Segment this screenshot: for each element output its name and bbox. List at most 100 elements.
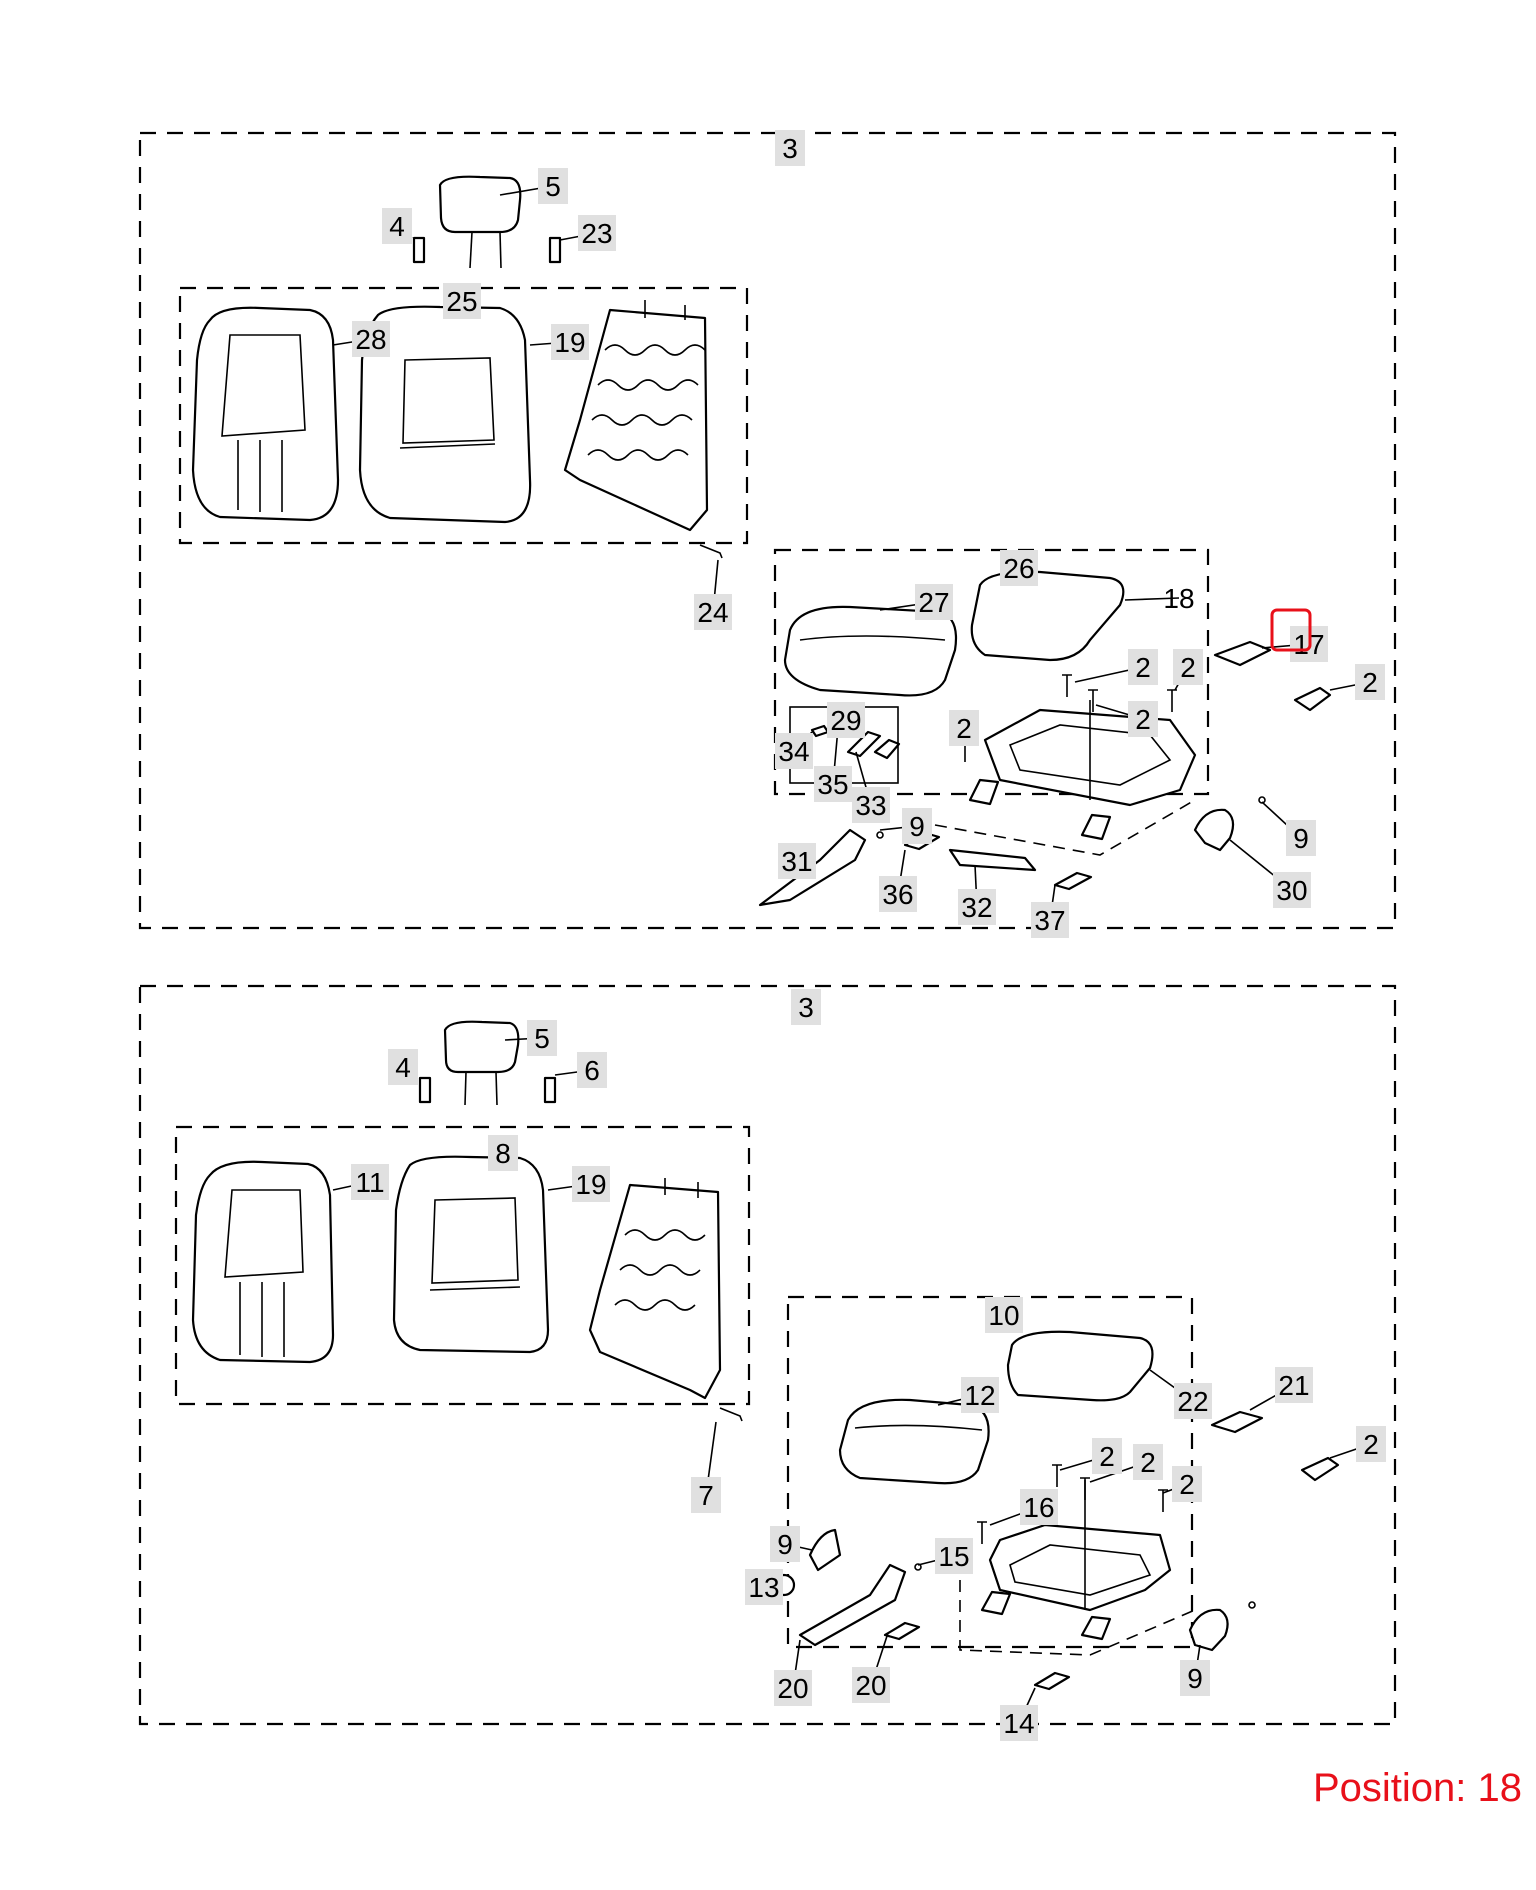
bracket-22 [1210, 1410, 1264, 1434]
callout-number: 36 [882, 879, 913, 910]
callout-8: 8 [488, 1135, 518, 1171]
cover-20a [883, 1621, 921, 1641]
callout-number: 11 [355, 1167, 384, 1198]
callout-14: 14 [1000, 1705, 1038, 1741]
callout-box-8 [488, 1135, 518, 1171]
seat-cushion-pad-27 [970, 570, 1125, 662]
callout-number: 21 [1278, 1370, 1309, 1401]
callout-number: 5 [534, 1023, 550, 1054]
callout-number: 9 [1187, 1663, 1203, 1694]
callout-box-26 [1000, 550, 1038, 586]
callout-5: 5 [527, 1020, 557, 1056]
callout-number: 24 [697, 597, 728, 628]
bracket-17 [1293, 686, 1332, 712]
callout-2: 2 [1173, 649, 1203, 685]
callout-34: 34 [775, 733, 813, 769]
assembly-frame-1-lower [138, 984, 1397, 1726]
callout-box-32 [958, 889, 996, 925]
callout-26: 26 [1000, 550, 1038, 586]
callout-box-5 [527, 1020, 557, 1056]
callout-16: 16 [1020, 1489, 1058, 1525]
callout-box-30 [1273, 872, 1311, 908]
position-label: Position: 18 [1312, 1766, 1522, 1810]
callout-box-6 [577, 1052, 607, 1088]
callout-4: 4 [382, 208, 412, 244]
callout-2: 2 [1133, 1444, 1163, 1480]
callout-31: 31 [778, 843, 816, 879]
seat-cushion-pad-12 [1006, 1330, 1154, 1402]
callout-number: 20 [855, 1670, 886, 1701]
bracket-21 [1300, 1456, 1340, 1482]
callout-29: 29 [827, 702, 865, 738]
seatback-pad-28 [358, 305, 532, 524]
fastener-19-upper [699, 544, 723, 559]
callout-number: 37 [1034, 905, 1065, 936]
callout-number: 2 [956, 713, 972, 744]
callout-box-21 [1275, 1367, 1313, 1403]
callout-21: 21 [1275, 1367, 1313, 1403]
callout-box-29 [827, 702, 865, 738]
callout-20: 20 [774, 1670, 812, 1706]
callout-number: 10 [988, 1300, 1019, 1331]
callout-box-2 [1128, 701, 1158, 737]
callout-35: 35 [814, 766, 852, 802]
callout-3: 3 [791, 989, 821, 1025]
callout-9: 9 [770, 1526, 800, 1562]
callout-9: 9 [1180, 1660, 1210, 1696]
callout-box-19 [572, 1166, 610, 1202]
seatback-cover-8 [191, 1160, 335, 1364]
callout-number: 14 [1003, 1708, 1034, 1739]
callout-15: 15 [935, 1538, 973, 1574]
callout-number: 22 [1177, 1386, 1208, 1417]
screw-9-lower-b [1248, 1601, 1256, 1609]
headrest-upper [438, 175, 522, 269]
callout-11: 11 [351, 1164, 389, 1200]
callout-box-27 [915, 584, 953, 620]
callout-number: 2 [1362, 667, 1378, 698]
callout-number: 34 [778, 736, 809, 767]
callout-33: 33 [852, 787, 890, 823]
callout-number: 3 [782, 133, 798, 164]
headrest-lower [443, 1020, 520, 1106]
callout-box-2 [949, 710, 979, 746]
dash-rail-upper [934, 799, 1196, 856]
callout-box-3 [775, 130, 805, 166]
upper-assembly [138, 131, 1397, 930]
trim-32 [948, 848, 1037, 872]
callout-2: 2 [1092, 1438, 1122, 1474]
callout-36: 36 [879, 876, 917, 912]
callout-box-14 [1000, 1705, 1038, 1741]
callout-13: 13 [745, 1569, 783, 1605]
callout-number: 2 [1180, 652, 1196, 683]
callout-number: 28 [355, 324, 386, 355]
callout-37: 37 [1031, 902, 1069, 938]
callout-number: 9 [1293, 823, 1309, 854]
callout-2: 2 [1172, 1466, 1202, 1502]
callout-box-35 [814, 766, 852, 802]
callout-box-9 [902, 808, 932, 844]
seat-cushion-frame-lower [980, 1480, 1172, 1641]
callout-box-9 [1180, 1660, 1210, 1696]
callout-box-4 [388, 1049, 418, 1085]
callout-25: 25 [443, 283, 481, 319]
callout-box-20 [774, 1670, 812, 1706]
guide-sleeve-5-lower [418, 1076, 432, 1104]
callout-box-24 [694, 594, 732, 630]
trim-16 [808, 1528, 842, 1572]
callout-number: 2 [1140, 1447, 1156, 1478]
callout-box-11 [351, 1164, 389, 1200]
callout-number: 2 [1135, 652, 1151, 683]
callout-box-2 [1355, 664, 1385, 700]
part-33b [873, 738, 901, 760]
assembly-frame-1-upper [138, 131, 1397, 930]
callout-number: 12 [964, 1380, 995, 1411]
callout-box-2 [1173, 649, 1203, 685]
callout-2: 2 [1355, 664, 1385, 700]
callout-number: 3 [798, 992, 814, 1023]
bolt-2c-lower [1158, 1489, 1168, 1512]
bolt-2b-upper [1088, 689, 1098, 712]
callout-23: 23 [578, 215, 616, 251]
callout-number: 2 [1135, 704, 1151, 735]
